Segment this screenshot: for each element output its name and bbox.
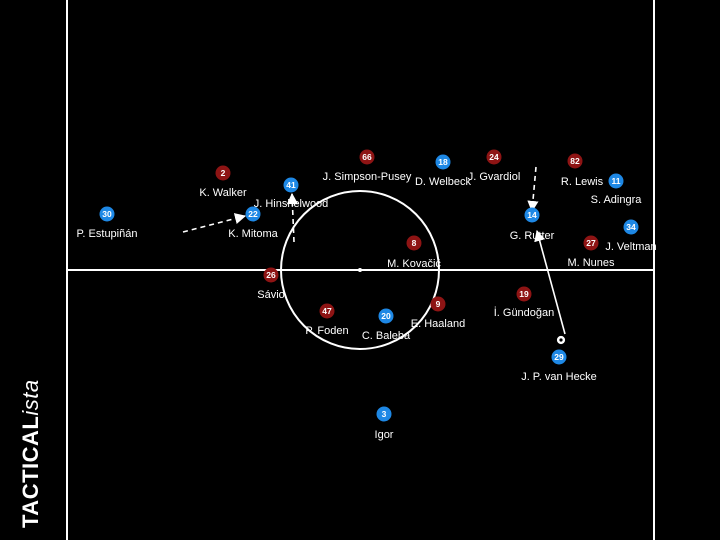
away-player-m-nunes: 27 M. Nunes xyxy=(567,235,615,269)
player-number: 19 xyxy=(519,289,529,299)
home-player-marker xyxy=(99,206,115,222)
rutter-run-arrow xyxy=(527,166,539,213)
brand-text-bold: TACTICAL xyxy=(18,415,43,528)
home-player-marker xyxy=(623,219,639,235)
home-player-marker xyxy=(608,173,624,189)
player-number: 2 xyxy=(221,168,226,178)
away-player-marker xyxy=(406,235,422,251)
estupinan-run-arrow xyxy=(182,213,247,233)
home-player-marker xyxy=(551,349,567,365)
player-number: 26 xyxy=(266,270,276,280)
player-name: G. Rutter xyxy=(510,230,555,242)
ball-layer xyxy=(556,335,566,345)
away-player-marker xyxy=(486,149,502,165)
player-number: 82 xyxy=(570,156,580,166)
home-player-marker xyxy=(378,308,394,324)
home-player-marker xyxy=(524,207,540,223)
away-player-k-walker: 2 K. Walker xyxy=(199,165,247,199)
player-name: M. Kovačić xyxy=(387,258,441,270)
football-icon xyxy=(556,335,566,345)
home-player-j-veltman: 34 J. Veltman xyxy=(605,219,657,253)
away-player-r-lewis: 82 R. Lewis xyxy=(561,153,604,188)
player-number: 34 xyxy=(626,222,636,232)
away-player-marker xyxy=(516,286,532,302)
player-number: 14 xyxy=(527,210,537,220)
player-name: K. Mitoma xyxy=(228,228,278,240)
player-number: 27 xyxy=(586,238,596,248)
away-player-marker xyxy=(215,165,231,181)
away-player-marker xyxy=(359,149,375,165)
player-number: 41 xyxy=(286,180,296,190)
home-player-j-hinshelwood: 41 J. Hinshelwood xyxy=(254,177,329,210)
hinshelwood-run-arrow xyxy=(286,192,299,243)
away-player-marker xyxy=(430,296,446,312)
away-player-marker xyxy=(567,153,583,169)
player-name: J. Gvardiol xyxy=(468,171,521,183)
brand-text-italic: ista xyxy=(18,379,43,416)
player-number: 66 xyxy=(362,152,372,162)
player-name: J. Hinshelwood xyxy=(254,198,329,210)
player-name: S. Adingra xyxy=(591,194,643,206)
player-number: 3 xyxy=(382,409,387,419)
players-layer: 30 P. Estupiñán 22 K. Mitoma 41 J. Hinshelwoo… xyxy=(77,149,657,441)
home-player-k-mitoma: 22 K. Mitoma xyxy=(228,206,279,240)
home-player-j-p-van-hecke: 29 J. P. van Hecke xyxy=(521,349,597,383)
player-name: E. Haaland xyxy=(411,318,465,330)
player-name: M. Nunes xyxy=(567,257,615,269)
home-player-g-rutter: 14 G. Rutter xyxy=(510,207,555,242)
player-number: 29 xyxy=(554,352,564,362)
centre-spot xyxy=(358,268,362,272)
away-player-i-gundogan: 19 İ. Gündoğan xyxy=(494,286,555,319)
away-player-marker xyxy=(319,303,335,319)
brand-logo: TACTICALista xyxy=(18,379,44,528)
player-number: 24 xyxy=(489,152,499,162)
away-player-e-haaland: 9 E. Haaland xyxy=(411,296,465,330)
home-player-marker xyxy=(376,406,392,422)
away-player-m-kovacic: 8 M. Kovačić xyxy=(387,235,441,270)
home-player-p-estupinan: 30 P. Estupiñán xyxy=(77,206,138,240)
player-number: 20 xyxy=(381,311,391,321)
player-name: İ. Gündoğan xyxy=(494,306,555,319)
player-number: 47 xyxy=(322,306,332,316)
player-number: 8 xyxy=(412,238,417,248)
away-player-marker xyxy=(263,267,279,283)
player-number: 11 xyxy=(612,176,621,186)
player-name: J. Veltman xyxy=(605,241,656,253)
player-name: K. Walker xyxy=(199,187,247,199)
home-player-c-baleba: 20 C. Baleba xyxy=(362,308,411,342)
home-player-marker xyxy=(435,154,451,170)
player-name: R. Lewis xyxy=(561,176,604,188)
player-name: P. Estupiñán xyxy=(77,228,138,240)
home-player-marker xyxy=(245,206,261,222)
away-player-j-gvardiol: 24 J. Gvardiol xyxy=(468,149,521,183)
player-number: 30 xyxy=(102,209,112,219)
player-number: 9 xyxy=(436,299,441,309)
away-player-p-foden: 47 P. Foden xyxy=(305,303,349,337)
player-number: 22 xyxy=(248,209,258,219)
player-name: J. Simpson-Pusey xyxy=(323,171,412,183)
home-player-s-adingra: 11 S. Adingra xyxy=(591,173,643,206)
player-name: J. P. van Hecke xyxy=(521,371,597,383)
away-player-j-simpson-pusey: 66 J. Simpson-Pusey xyxy=(323,149,412,183)
movement-arrows xyxy=(182,166,566,335)
player-name: Sávio xyxy=(257,289,285,301)
home-player-d-welbeck: 18 D. Welbeck xyxy=(415,154,472,188)
player-name: D. Welbeck xyxy=(415,176,472,188)
away-player-marker xyxy=(583,235,599,251)
player-name: C. Baleba xyxy=(362,330,411,342)
van-hecke-pass-arrow xyxy=(534,229,566,335)
player-number: 18 xyxy=(438,157,448,167)
centre-circle xyxy=(280,190,440,350)
player-name: Igor xyxy=(375,429,394,441)
home-player-marker xyxy=(283,177,299,193)
player-name: P. Foden xyxy=(305,325,348,337)
